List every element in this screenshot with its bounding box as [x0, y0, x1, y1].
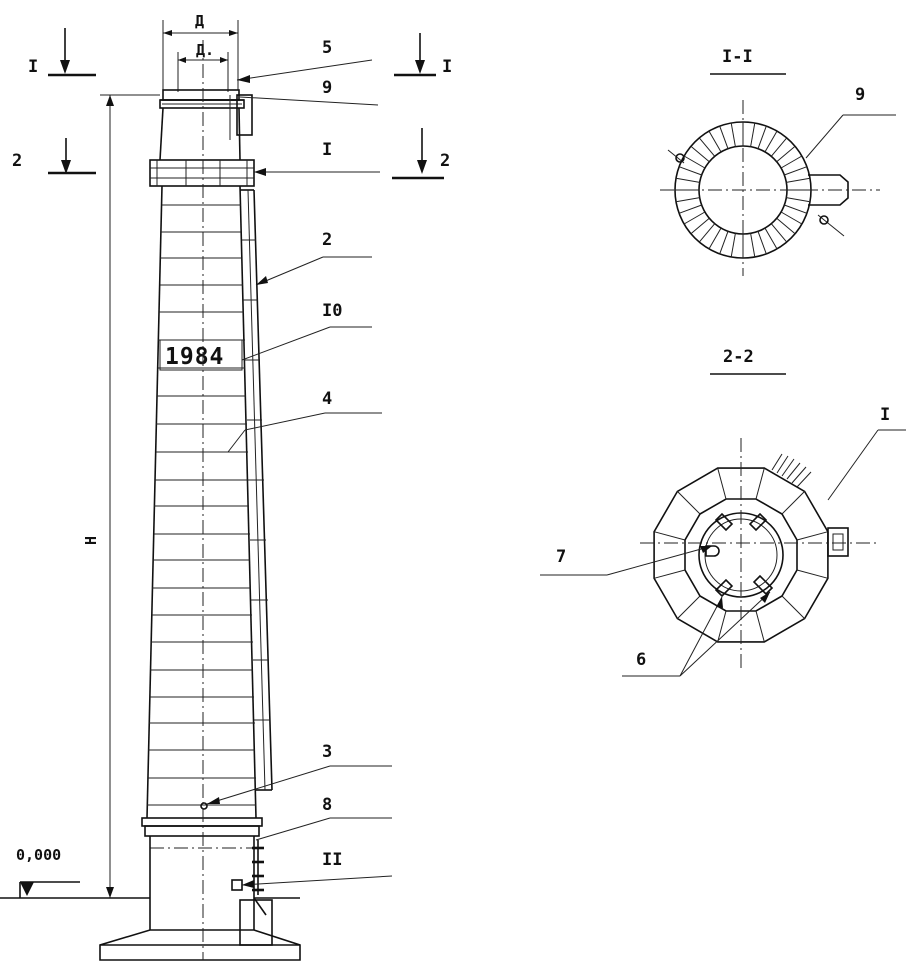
outer-diameter-dimension: Д: [162, 12, 239, 90]
ring-hatch-line: [786, 177, 811, 183]
callout-II-label: II: [322, 850, 342, 870]
section-I-I: I-I 9: [660, 47, 896, 276]
callout-2: 2: [255, 230, 372, 286]
ring-hatch-line: [770, 137, 788, 157]
polygon-spoke: [796, 569, 829, 579]
ring-hatch-line: [776, 145, 796, 163]
zero-level-mark: 0,000: [16, 846, 80, 898]
polygon-spoke: [796, 531, 829, 541]
ring-hatch-line: [708, 227, 722, 250]
polygon-spoke: [755, 467, 765, 500]
callout-5-label: 5: [322, 38, 332, 58]
polygon-spoke: [781, 595, 805, 619]
ring-hatch-line: [764, 130, 778, 153]
section-mark-I: I I: [28, 28, 452, 77]
section-2-2-callout-6: 6: [636, 650, 646, 670]
section-2-left-label: 2: [12, 151, 22, 171]
height-label: H: [82, 536, 100, 545]
ring-hatch-line: [776, 217, 796, 235]
ring-hatch-line: [675, 197, 700, 203]
ring-hatch-line: [683, 211, 706, 225]
callout-I: I: [254, 140, 380, 176]
callout-8-label: 8: [322, 795, 332, 815]
ring-hatch-line: [678, 166, 702, 176]
callout-8: 8: [255, 795, 392, 841]
ring-hatch-line: [678, 204, 702, 214]
polygon-spoke: [717, 467, 727, 500]
ladder-rungs: [242, 239, 270, 721]
section-I-right-label: I: [442, 57, 452, 77]
shaft-courses: [147, 204, 256, 806]
polygon-spoke: [653, 569, 686, 579]
ring-hatch-line: [764, 227, 778, 250]
polygon-spoke: [653, 531, 686, 541]
inner-diameter-label: Д.: [196, 41, 214, 59]
ring-hatch-line: [708, 130, 722, 153]
callout-I0-label: I0: [322, 301, 342, 321]
ring-hatch-line: [786, 197, 811, 203]
ring-hatch-line: [784, 204, 808, 214]
ring-hatch-line: [683, 155, 706, 169]
ring-hatch-line: [770, 223, 788, 243]
section-I-I-callout-9: 9: [855, 85, 865, 105]
callout-I-label: I: [322, 140, 332, 160]
callout-2-label: 2: [322, 230, 332, 250]
ring-hatch: [675, 122, 811, 258]
chimney-elevation: Д Д.: [0, 12, 452, 961]
polygon-spoke: [677, 595, 701, 619]
section-2-2-title: 2-2: [723, 347, 754, 367]
polygon-spoke: [755, 610, 765, 643]
height-dimension: H: [82, 94, 160, 898]
ring-hatch-line: [780, 155, 803, 169]
callout-9: 9: [239, 78, 379, 106]
section-I-left-label: I: [28, 57, 38, 77]
section-mark-2: 2 2: [12, 128, 450, 180]
ring-hatch-line: [698, 137, 716, 157]
year-inscription: 1984: [165, 344, 224, 370]
ring-hatch-line: [750, 122, 756, 147]
polygon-spoke: [781, 491, 805, 515]
callout-4-label: 4: [322, 389, 332, 409]
ring-hatch-line: [719, 231, 729, 255]
callout-9-label: 9: [322, 78, 332, 98]
ring-hatch-line: [750, 233, 756, 258]
section-2-2: 2-2 I 7: [540, 347, 906, 677]
polygon-spoke: [677, 491, 701, 515]
section-I-I-title: I-I: [722, 47, 753, 67]
polygon-spoke: [717, 610, 727, 643]
inner-diameter-dimension: Д.: [177, 41, 229, 92]
section-2-right-label: 2: [440, 151, 450, 171]
hatched-segment: [771, 453, 812, 488]
ring-hatch-line: [784, 166, 808, 176]
outer-diameter-label: Д: [195, 12, 204, 30]
callout-I0: I0: [241, 301, 372, 361]
ring-hatch-line: [730, 122, 736, 147]
ring-hatch-line: [698, 223, 716, 243]
callout-3: 3: [206, 742, 392, 805]
callout-3-label: 3: [322, 742, 332, 762]
ring-hatch-line: [690, 145, 710, 163]
ring-hatch-line: [757, 231, 767, 255]
section-2-2-callout-I: I: [880, 405, 890, 425]
callout-II: II: [241, 850, 393, 888]
ring-hatch-line: [690, 217, 710, 235]
ring-hatch-line: [675, 177, 700, 183]
section-2-2-callout-7: 7: [556, 547, 566, 567]
callout-4: 4: [227, 389, 382, 453]
polygon-spokes: [653, 467, 829, 643]
ring-hatch-line: [780, 211, 803, 225]
callout-5: 5: [236, 38, 373, 83]
ring-hatch-line: [730, 233, 736, 258]
zero-level-label: 0,000: [16, 846, 61, 864]
flue-inlets: [705, 512, 774, 598]
ring-hatch-line: [719, 125, 729, 149]
ring-hatch-line: [757, 125, 767, 149]
